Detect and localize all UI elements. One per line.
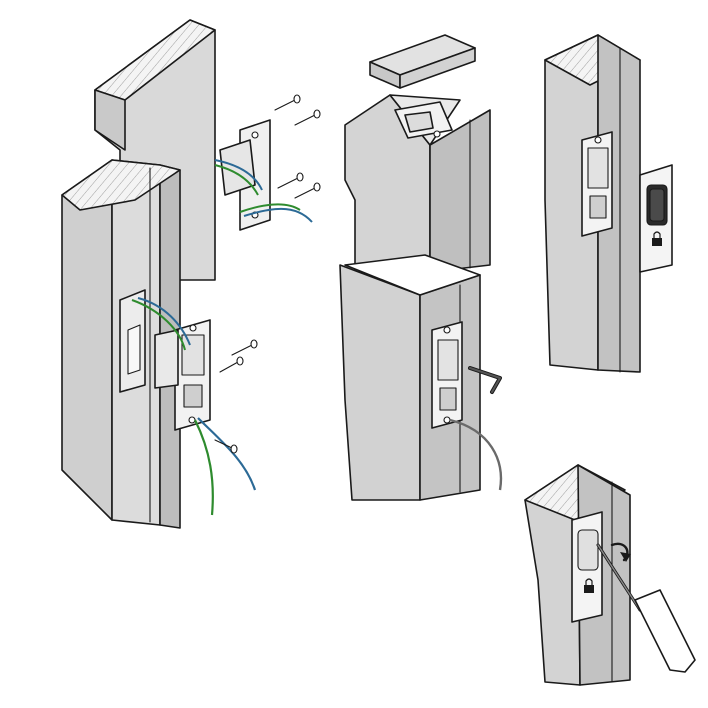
- lock-symbol-icon: [584, 578, 594, 593]
- screw-icon: [277, 172, 304, 189]
- center-wall-plate: [431, 321, 463, 429]
- panel-4-tighten-screw: [524, 464, 696, 686]
- spacer-block: [369, 34, 476, 89]
- screw-icon: [214, 439, 238, 454]
- panel-3-attach-doorbell: [544, 34, 673, 373]
- screw-icon: [219, 356, 244, 373]
- cable: [449, 418, 503, 491]
- frame-cutout: [119, 289, 146, 393]
- doorbell-device: [639, 164, 673, 273]
- panel-2-secure-with-hex-key: [339, 34, 503, 501]
- screwdriver-icon: [596, 543, 696, 673]
- right-frame: [544, 34, 641, 373]
- right-wall-plate: [581, 131, 613, 237]
- screw-icon: [231, 339, 258, 356]
- screw-icon: [294, 182, 321, 199]
- panel-1-install-wall-plate: [61, 19, 321, 529]
- mounted-doorbell: [571, 511, 603, 623]
- lock-symbol-icon: [652, 231, 662, 246]
- screw-icon: [294, 109, 321, 126]
- center-frame-upper: [344, 94, 491, 273]
- hex-key-icon: [468, 366, 502, 394]
- screw-icon: [274, 94, 301, 111]
- rotate-arrow-icon: [610, 542, 631, 562]
- mounting-bracket: [214, 119, 313, 231]
